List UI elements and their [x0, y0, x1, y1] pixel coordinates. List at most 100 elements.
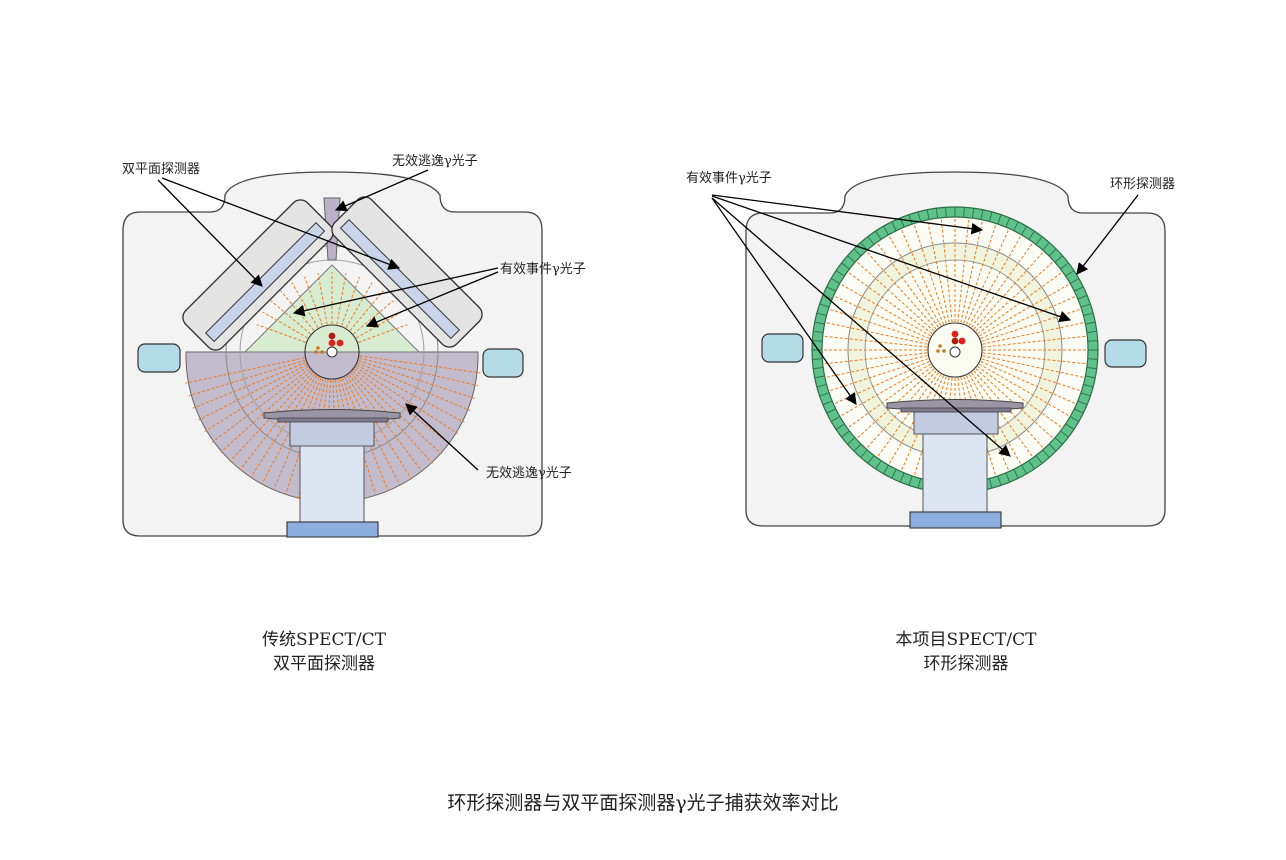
- ring-segment: [1021, 464, 1027, 475]
- arrow-valid-right-2: [711, 195, 1072, 323]
- left-escape-ray: [346, 375, 412, 480]
- ring-segment: [1069, 278, 1080, 284]
- ring-segment: [875, 460, 882, 470]
- ring-segment: [847, 255, 856, 263]
- ring-segment: [853, 443, 862, 452]
- ring-segment: [1013, 469, 1019, 479]
- ring-segment: [1042, 449, 1050, 458]
- left-escape-ray: [204, 366, 309, 432]
- arrow-escape-top: [334, 169, 429, 212]
- right-valid-ray: [876, 372, 939, 458]
- left-escape-ray: [359, 357, 479, 387]
- left-valid-ray: [304, 276, 323, 326]
- ring-segment: [841, 262, 850, 270]
- ring-segment: [899, 472, 905, 483]
- right-source-dot-c: [936, 349, 940, 353]
- left-source-center: [326, 346, 338, 358]
- ring-segment: [891, 469, 897, 479]
- left-escape-ray: [211, 368, 310, 443]
- ring-segment: [883, 464, 889, 475]
- ring-segment: [988, 478, 993, 489]
- left-escape-ray: [249, 375, 318, 479]
- right-valid-ray: [823, 335, 928, 348]
- left-arrows: [157, 169, 499, 471]
- left-source-region: [304, 324, 360, 380]
- left-escape-ray: [358, 360, 475, 399]
- ring-segment: [1086, 366, 1097, 370]
- left-escape-ray: [188, 359, 306, 397]
- ring-segment: [853, 248, 862, 257]
- right-scanner: [745, 171, 1166, 529]
- ring-segment: [997, 475, 1002, 486]
- ring-segment: [935, 208, 939, 219]
- right-source-red-2: [951, 337, 959, 345]
- left-detector-right: [331, 196, 483, 348]
- ring-segment: [1005, 472, 1011, 483]
- ring-segment: [1087, 340, 1098, 342]
- right-valid-ray: [982, 335, 1087, 348]
- ring-segment: [1028, 460, 1035, 470]
- left-scanner: [122, 171, 543, 538]
- left-escape-ray: [359, 355, 481, 374]
- right-valid-ray: [973, 251, 1044, 330]
- ring-segment: [1083, 383, 1094, 388]
- ring-segment: [917, 478, 922, 489]
- left-side-window-right: [482, 348, 524, 378]
- ring-segment: [847, 437, 856, 445]
- ring-segment: [1074, 408, 1084, 414]
- left-valid-ray: [336, 273, 347, 325]
- ring-segment: [813, 366, 824, 370]
- ring-segment: [1085, 321, 1096, 325]
- left-bed-base: [286, 521, 379, 538]
- ring-segment: [867, 236, 875, 245]
- left-escape-ray: [356, 364, 465, 423]
- ring-segment: [814, 321, 825, 325]
- label-valid-event-left: 有效事件γ光子: [500, 262, 586, 277]
- left-valid-ray: [358, 324, 408, 343]
- ring-segment: [926, 209, 930, 220]
- ring-segment: [917, 211, 922, 222]
- left-source-red-3: [336, 339, 344, 347]
- arrow-valid-left-2: [365, 271, 499, 328]
- left-bed-rail: [277, 417, 389, 423]
- right-caption-line1: 本项目SPECT/CT: [895, 630, 1037, 650]
- left-escape-ray: [355, 366, 459, 435]
- label-escaped-top: 无效逃逸γ光子: [392, 154, 478, 169]
- arrow-ring-detector: [1076, 194, 1139, 275]
- left-escape-ray: [192, 362, 307, 409]
- left-source-red-2: [328, 339, 336, 347]
- right-bed-base: [909, 511, 1002, 529]
- ring-segment: [830, 278, 841, 284]
- ring-segment: [830, 416, 841, 422]
- ring-segment: [1080, 303, 1091, 308]
- left-caption-line2: 双平面探测器: [273, 654, 375, 674]
- ring-segment: [841, 430, 850, 438]
- ring-segment: [1054, 437, 1063, 445]
- ring-segment: [822, 400, 833, 406]
- ring-segment: [908, 214, 913, 225]
- right-source-red-3: [958, 337, 966, 345]
- ring-segment: [988, 211, 993, 222]
- arrow-dual-to-left-det: [157, 179, 263, 287]
- right-valid-ray: [982, 352, 1087, 365]
- ring-segment: [1060, 262, 1069, 270]
- left-escape-ray: [357, 362, 471, 412]
- right-valid-ray: [965, 229, 1010, 325]
- right-caption: 本项目SPECT/CT 环形探测器: [866, 628, 1066, 676]
- right-valid-ray: [957, 218, 970, 323]
- ring-segment: [963, 207, 965, 218]
- ring-segment: [812, 340, 823, 342]
- ring-segment: [1048, 248, 1057, 257]
- label-valid-event-right: 有效事件γ光子: [686, 171, 772, 186]
- left-source-dot-c: [314, 350, 318, 354]
- ring-segment: [1035, 455, 1043, 464]
- right-valid-ray: [834, 295, 930, 340]
- right-caption-line2: 环形探测器: [923, 654, 1009, 674]
- right-valid-ray: [856, 261, 935, 332]
- ring-segment: [816, 383, 827, 388]
- label-ring-detector: 环形探测器: [1110, 177, 1175, 192]
- left-escape-ray: [220, 370, 312, 453]
- ring-segment: [1085, 375, 1096, 379]
- left-escape-ray: [348, 374, 423, 473]
